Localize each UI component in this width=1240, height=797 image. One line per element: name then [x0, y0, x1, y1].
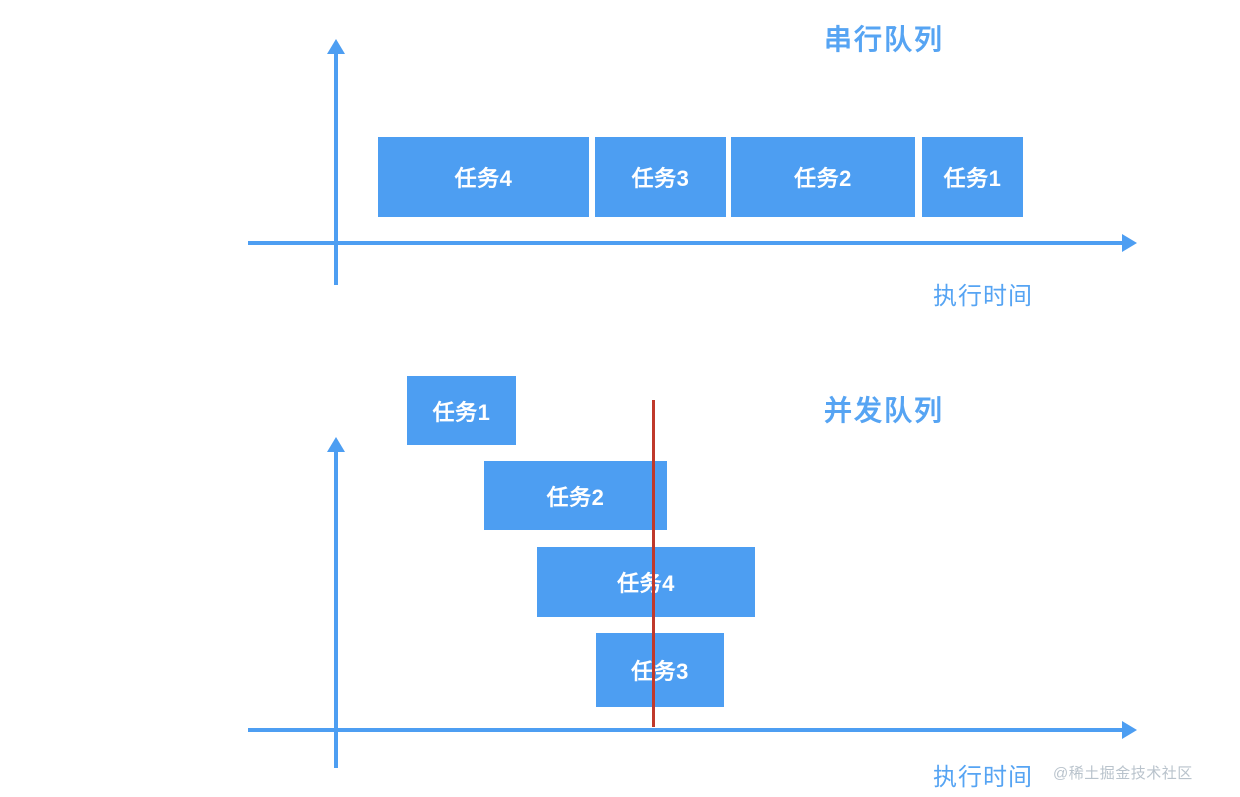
task-bar-label: 任务2 [546, 484, 605, 510]
task-bar[interactable]: 任务2 [484, 461, 667, 530]
chart-title-serial: 串行队列 [824, 24, 945, 55]
task-bar[interactable]: 任务1 [922, 137, 1023, 217]
x-axis-label-concurrent: 执行时间 [933, 764, 1033, 791]
task-bar[interactable]: 任务2 [731, 137, 915, 217]
watermark: @稀土掘金技术社区 [1053, 765, 1193, 782]
y-axis-concurrent [334, 448, 338, 768]
x-axis-arrow-icon-serial [1122, 234, 1137, 252]
task-bar[interactable]: 任务3 [595, 137, 726, 217]
task-bar[interactable]: 任务4 [537, 547, 755, 617]
chart-title-concurrent: 并发队列 [824, 395, 945, 426]
task-bar[interactable]: 任务3 [596, 633, 724, 707]
task-bar-label: 任务3 [631, 659, 689, 684]
task-bar[interactable]: 任务1 [407, 376, 516, 445]
x-axis-label-serial: 执行时间 [933, 283, 1033, 310]
y-axis-arrow-icon-serial [327, 39, 345, 54]
x-axis-arrow-icon-concurrent [1122, 721, 1137, 739]
task-bar-label: 任务4 [617, 571, 675, 596]
x-axis-concurrent [248, 728, 1122, 732]
task-bar-label: 任务2 [794, 166, 852, 191]
y-axis-serial [334, 50, 338, 285]
time-marker-line [652, 400, 655, 727]
task-bar[interactable]: 任务4 [378, 137, 589, 217]
task-bar-label: 任务4 [454, 166, 513, 191]
x-axis-serial [248, 241, 1122, 245]
task-bar-label: 任务1 [432, 399, 491, 425]
y-axis-arrow-icon-concurrent [327, 437, 345, 452]
task-bar-label: 任务3 [631, 166, 690, 191]
task-bar-label: 任务1 [943, 166, 1002, 191]
